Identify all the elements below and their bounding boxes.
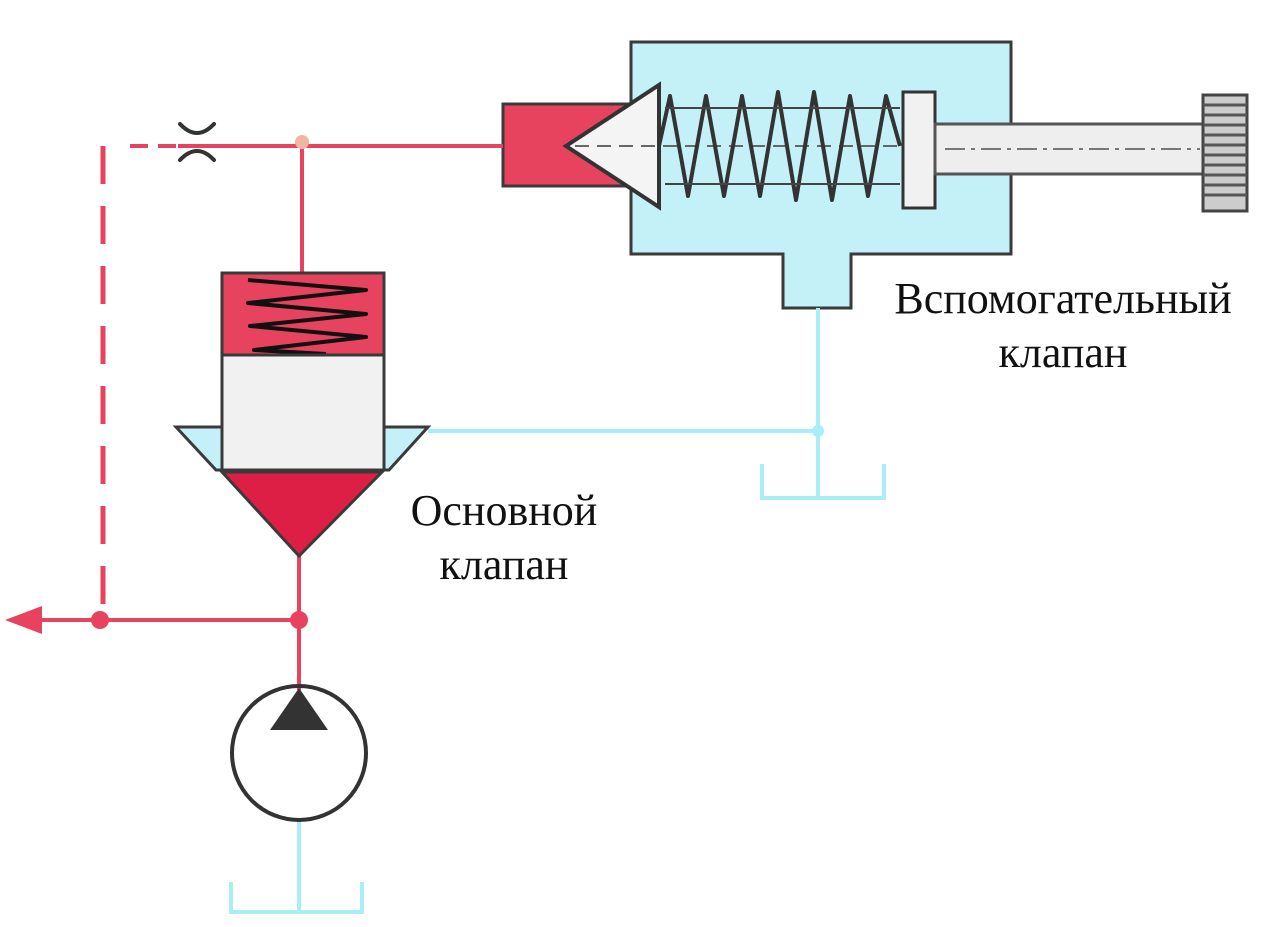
pilot-valve-label-line1: Вспомогательный <box>894 274 1232 323</box>
adjusting-knob-icon <box>1201 93 1249 213</box>
spring-adjust-plate <box>901 90 937 210</box>
main-spring-icon <box>246 278 368 356</box>
pump-junction <box>290 611 308 629</box>
drain-junction <box>812 425 824 437</box>
main-valve-label: Основной клапан <box>388 484 620 592</box>
control-junction <box>91 611 109 629</box>
main-spool <box>220 353 386 472</box>
tank-lines <box>229 308 886 914</box>
pump-icon <box>230 684 368 822</box>
main-poppet <box>218 470 386 559</box>
main-valve-label-line1: Основной <box>410 486 598 535</box>
main-valve <box>172 271 432 559</box>
pilot-valve-label: Вспомогательный клапан <box>872 272 1254 380</box>
flow-arrow-icon <box>5 606 42 634</box>
top-junction <box>295 135 309 149</box>
pressure-lines <box>38 144 503 690</box>
orifice-icon <box>178 122 216 162</box>
pilot-valve <box>501 40 1249 310</box>
pump-tank-icon <box>229 882 364 914</box>
pump-arrow <box>270 688 328 730</box>
main-valve-label-line2: клапан <box>439 540 569 589</box>
pilot-spring-icon <box>657 90 902 202</box>
pilot-tank-icon <box>760 464 886 500</box>
pilot-valve-label-line2: клапан <box>998 328 1128 377</box>
